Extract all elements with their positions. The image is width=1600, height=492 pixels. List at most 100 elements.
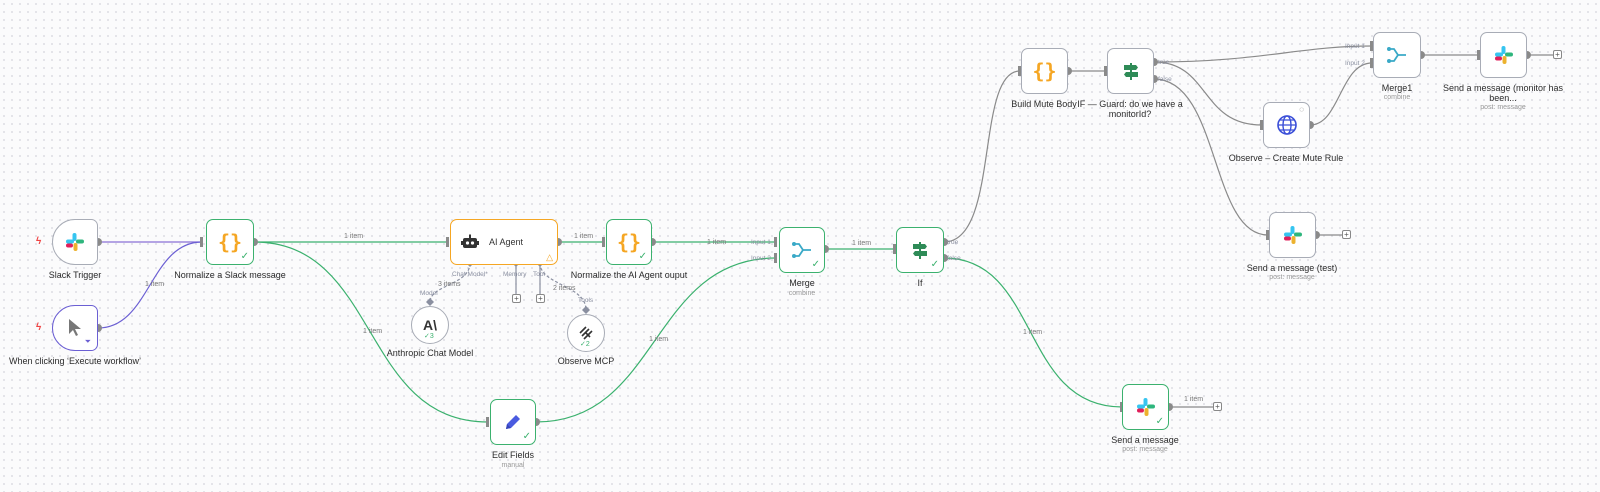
node-subtitle: post: message [1122,446,1168,453]
node-subtitle: post: message [1480,104,1526,111]
edge-edit-to-merge [535,257,777,423]
edge-label: 1 item [707,239,727,246]
pencil-icon [506,415,520,429]
edge-label: 1 item [344,233,364,240]
add-node-button[interactable]: + [1553,50,1562,59]
edge-label: 1 item [1023,329,1043,336]
slack-icon [66,233,84,251]
node-label: Edit Fields [491,450,535,460]
node-send-message-monitor[interactable] [1480,32,1527,78]
node-label: Slack Trigger [48,270,102,280]
port-chat-model[interactable]: Chat Model* [452,271,488,278]
edge-if-true-to-build [943,70,1021,243]
node-edit-fields[interactable]: ✓ [490,399,536,445]
node-normalize-slack[interactable]: {} ✓ [206,219,254,265]
success-check-icon: ✓ [638,251,647,262]
edge-observe-to-merge1 [1309,62,1373,126]
success-check-icon: ✓ [1155,416,1164,427]
edge-normalize-to-edit [253,241,489,423]
node-title: AI Agent [489,237,524,247]
node-if[interactable]: ✓ [896,227,944,273]
edge-guard-true-to-merge1 [1153,45,1373,63]
port-memory[interactable]: Memory [503,271,527,278]
port-true: true [1158,59,1170,66]
trigger-bolt-icon: ϟ [36,322,42,333]
merge-icon [1387,47,1406,63]
node-label: Merge1 [1381,83,1413,93]
edge-label: 1 item [1184,396,1204,403]
pin-icon: ⏷ [84,337,91,346]
edge-label: 1 item [145,281,165,288]
node-send-message[interactable]: ✓ [1122,384,1169,430]
node-observe-mcp[interactable]: ✓2 [567,314,605,352]
node-label: Normalize a Slack message [174,270,286,280]
warning-icon: △ [546,252,553,262]
node-subtitle: combine [1383,94,1411,101]
node-subtitle: manual [501,462,525,469]
node-label: If [917,278,923,288]
node-merge1[interactable] [1373,32,1421,78]
port-false: false [1158,76,1172,83]
edge-label: 1 item [852,240,872,247]
port-true: true [947,239,959,246]
node-label: Observe – Create Mute Rule [1228,153,1344,163]
robot-icon [461,234,479,248]
edge-if-false-to-send [943,257,1123,408]
add-memory-button[interactable]: + [512,294,521,303]
node-if-guard[interactable] [1107,48,1154,94]
run-count: ✓2 [580,341,590,348]
merge-icon [792,242,811,258]
node-merge[interactable]: ✓ [779,227,825,273]
node-label: Merge [789,278,815,288]
refresh-icon: ◌ [1299,105,1304,114]
edge-label: 1 item [574,233,594,240]
node-label: Send a message (monitor has been... [1442,83,1564,103]
mcp-icon [579,326,593,340]
node-ai-agent[interactable]: AI Agent △ [450,219,558,265]
port-input-1: Input 1 [751,239,771,246]
anthropic-icon: A\ [423,317,437,333]
run-count: ✓3 [424,333,434,340]
add-node-button[interactable]: + [1213,402,1222,411]
node-anthropic-chat-model[interactable]: A\ ✓3 [411,306,449,344]
success-check-icon: ✓ [522,431,531,442]
signpost-icon [913,242,927,259]
add-node-button[interactable]: + [1342,230,1351,239]
node-observe-create-mute-rule[interactable]: ◌ [1263,102,1310,148]
code-braces-icon: {} [616,230,642,254]
node-label: Observe MCP [557,356,615,366]
edge-guard-true-to-observe [1153,61,1263,126]
slack-icon [1283,226,1302,244]
code-braces-icon: {} [1032,59,1057,83]
edge-manual-to-normalize [97,241,203,329]
node-label: Normalize the AI Agent ouput [570,270,688,280]
code-braces-icon: {} [217,230,243,254]
success-check-icon: ✓ [930,259,939,270]
success-check-icon: ✓ [240,251,249,262]
node-label: Anthropic Chat Model [386,348,474,358]
edge-tool-to-mcp [539,262,587,311]
port-input-2: Input 2 [1345,60,1365,67]
slack-icon [1494,46,1513,64]
port-false: false [947,255,961,262]
port-model: Model [420,290,438,297]
edge-label: 1 item [363,328,383,335]
node-send-message-test[interactable] [1269,212,1316,258]
success-check-icon: ✓ [811,259,820,270]
port-input-2: Input 2 [751,255,771,262]
slack-icon [1136,398,1155,416]
edge-label: 2 items [553,285,576,292]
port-tools: Tools [578,297,594,304]
port-input-1: Input 1 [1345,43,1365,50]
node-label: Build Mute Body [1011,99,1077,109]
node-normalize-agent-output[interactable]: {} ✓ [606,219,652,265]
edge-label: 3 items [438,281,461,288]
port-tool[interactable]: Tool [533,271,545,278]
node-build-mute-body[interactable]: {} [1021,48,1068,94]
node-subtitle: combine [788,290,816,297]
node-slack-trigger[interactable] [52,219,98,265]
node-label: When clicking ‘Execute workflow’ [8,356,142,366]
trigger-bolt-icon: ϟ [36,236,42,247]
node-manual-trigger[interactable]: ⏷ [52,305,98,351]
add-tool-button[interactable]: + [536,294,545,303]
